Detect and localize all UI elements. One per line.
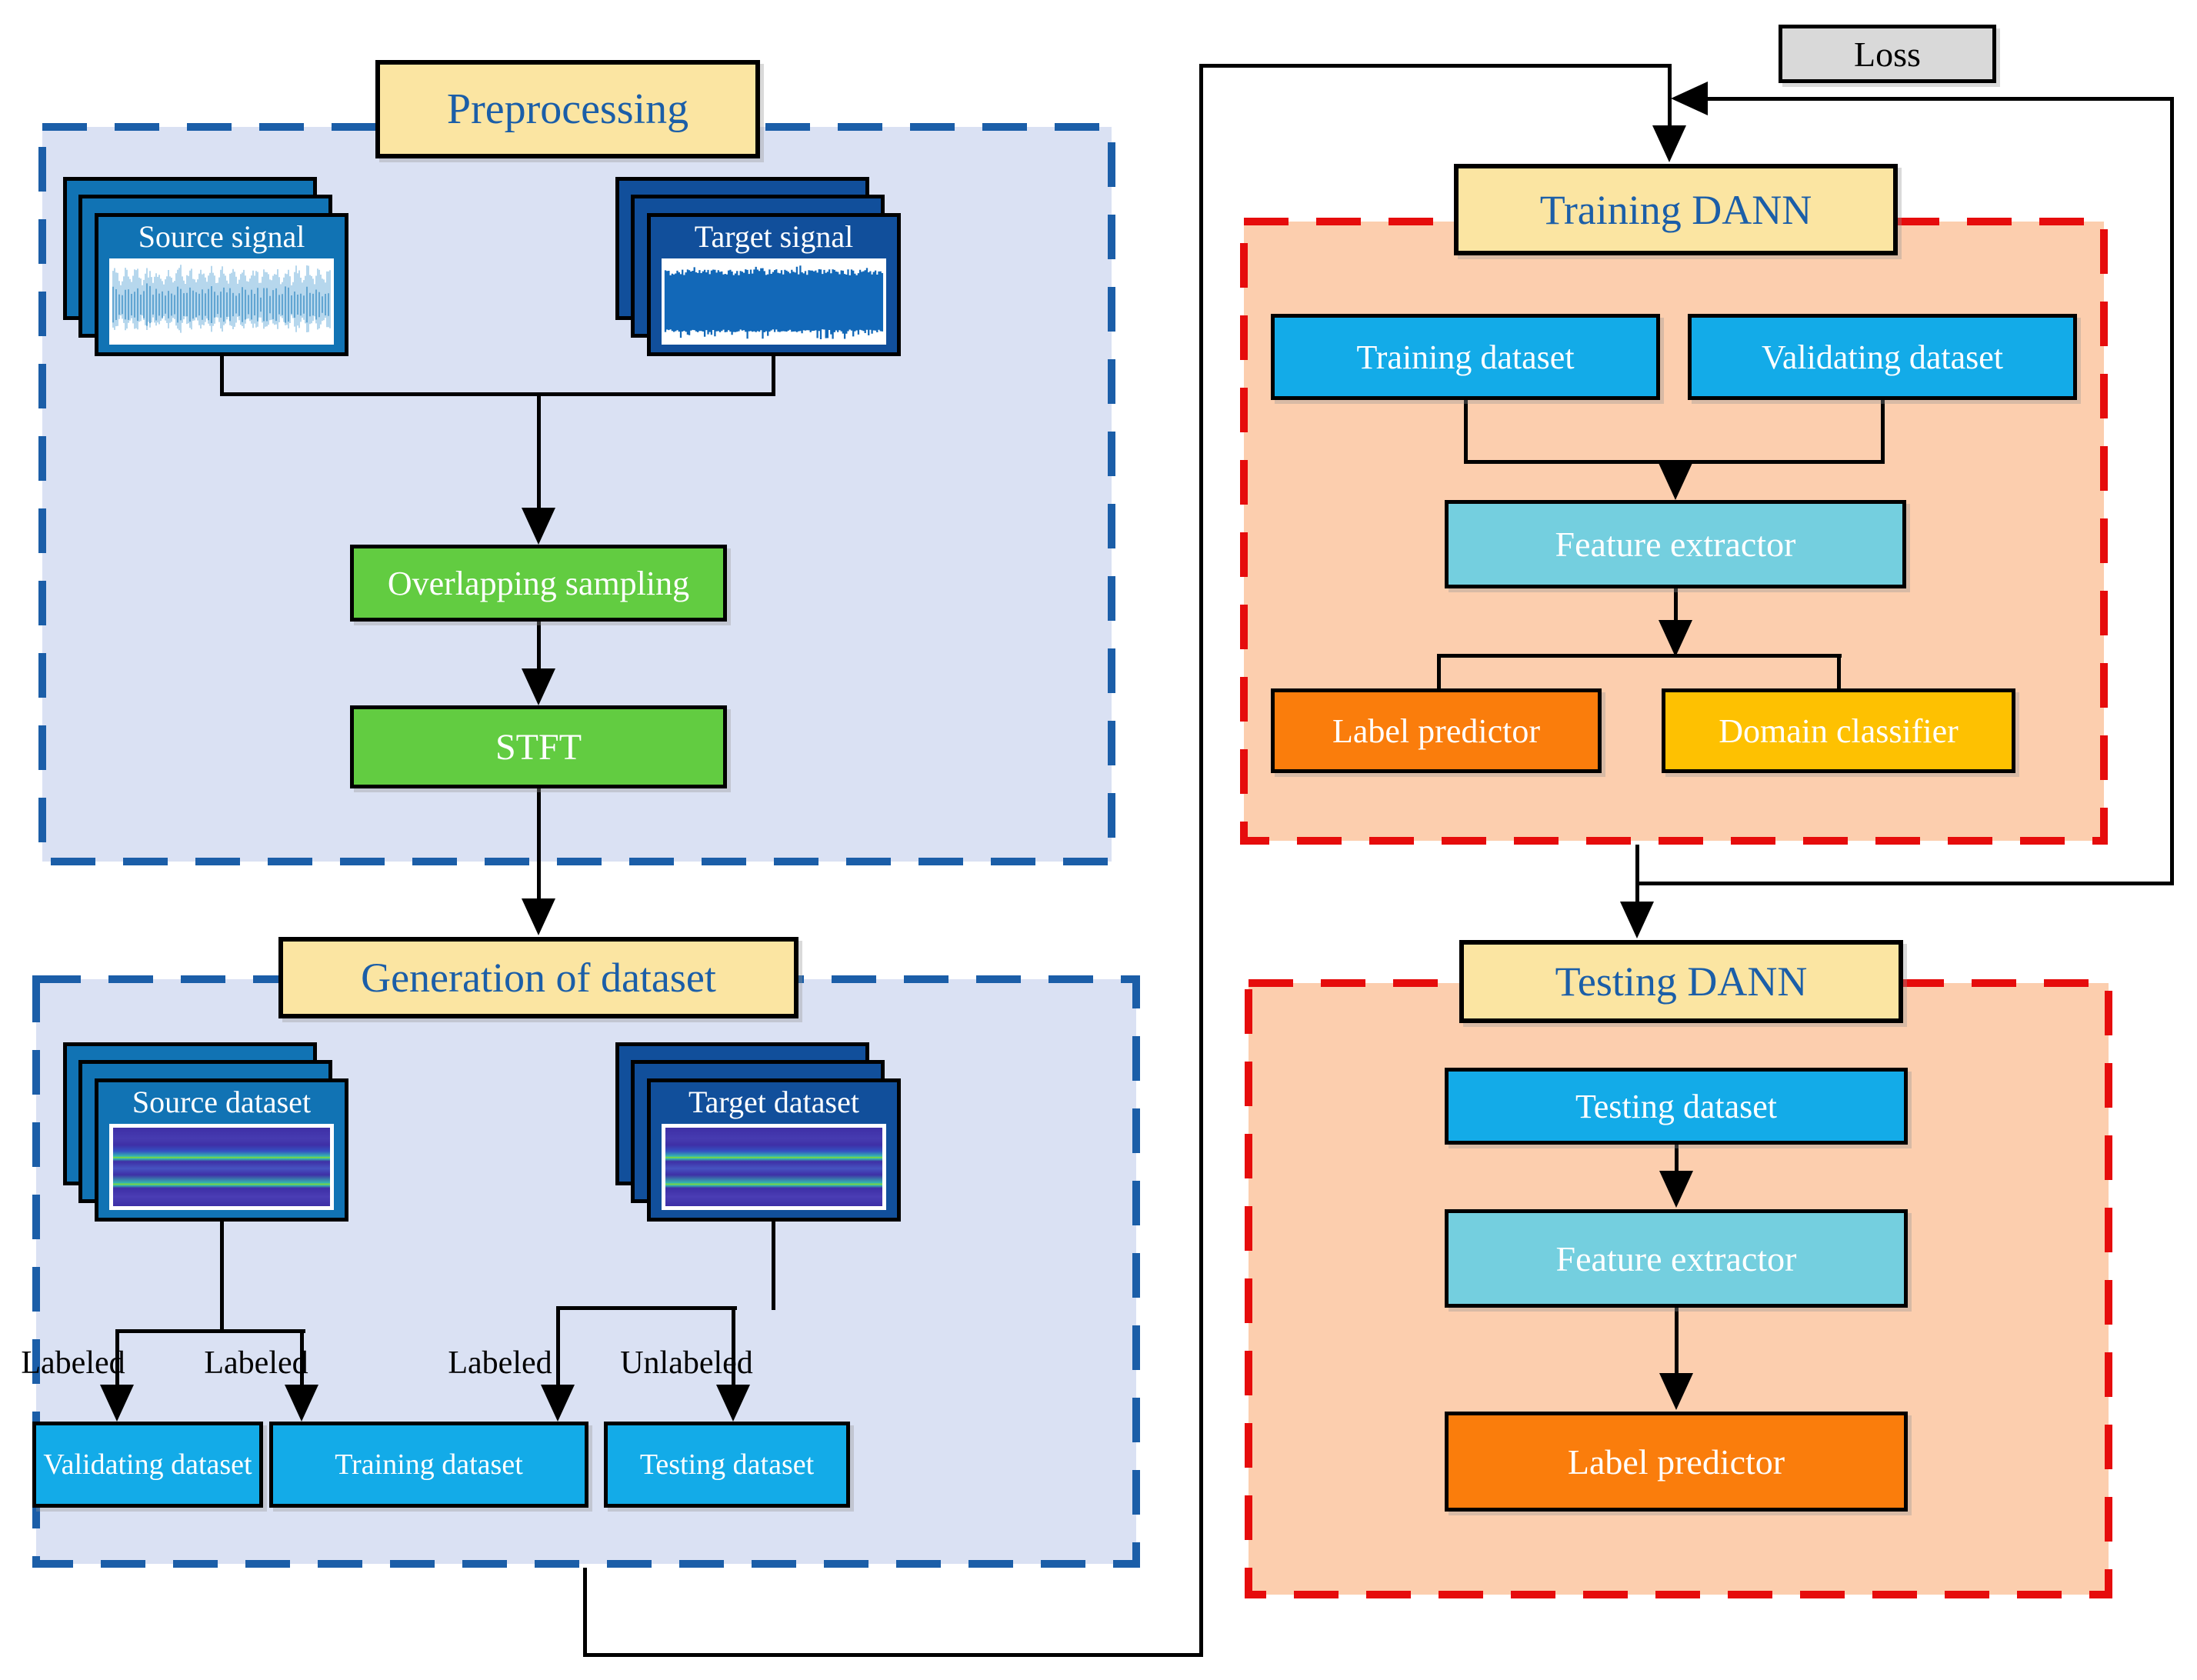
line-merge-to-overlapping <box>537 392 541 512</box>
line-overlapping-to-stft <box>537 622 541 671</box>
train-label-predictor-box: Label predictor <box>1271 688 1602 773</box>
arrow-into-testing-dann <box>1620 902 1654 938</box>
source-signal-waveform-panel <box>109 258 334 345</box>
line-down-to-training-title <box>1668 64 1672 128</box>
target-signal-stack: Target signal <box>615 177 902 357</box>
line-target-dataset-down <box>772 1221 775 1310</box>
train-feature-extractor-box: Feature extractor <box>1445 500 1906 588</box>
line-training-to-testing <box>1635 845 1639 903</box>
arrow-into-testing <box>716 1385 750 1422</box>
generation-title: Generation of dataset <box>278 937 798 1018</box>
arrow-into-feature-extractor <box>1659 463 1692 500</box>
arrow-into-validating <box>100 1385 134 1422</box>
arrow-into-overlapping <box>522 508 555 545</box>
train-domain-classifier-box: Domain classifier <box>1662 688 2015 773</box>
arrow-into-stft <box>522 668 555 705</box>
arrow-feature-split <box>1659 620 1692 657</box>
line-predictor-split-bar <box>1437 654 1842 658</box>
line-validatingset-down <box>1881 400 1885 463</box>
target-signal-label: Target signal <box>694 219 854 254</box>
arrow-source-into-training <box>285 1385 318 1422</box>
edge-label-labeled-2: Labeled <box>204 1345 308 1381</box>
test-label-predictor-box: Label predictor <box>1445 1412 1908 1512</box>
target-spectrogram <box>665 1128 882 1206</box>
target-waveform <box>664 265 884 339</box>
line-to-validating <box>115 1329 119 1386</box>
arrow-loss-feedback <box>1671 82 1708 115</box>
line-signals-merge-bar <box>220 392 775 396</box>
line-target-split-bar <box>556 1306 737 1310</box>
loss-box: Loss <box>1779 25 1996 83</box>
line-to-testing <box>732 1306 735 1386</box>
line-middle-vertical-up <box>1199 65 1203 1657</box>
edge-label-unlabeled: Unlabeled <box>620 1345 753 1381</box>
edge-label-labeled-3: Labeled <box>448 1345 552 1381</box>
source-dataset-card-front: Source dataset <box>95 1078 348 1222</box>
source-spectrogram <box>113 1128 330 1206</box>
line-feedback-top <box>1685 97 2174 101</box>
arrow-into-generation <box>522 898 555 935</box>
target-signal-waveform-panel <box>662 258 886 345</box>
line-testfeature-down <box>1675 1308 1679 1376</box>
line-generation-bottom-down <box>583 1568 587 1657</box>
arrow-into-test-feature <box>1659 1171 1693 1208</box>
edge-label-labeled-1: Labeled <box>21 1345 125 1381</box>
line-source-signal-down <box>220 356 224 395</box>
target-dataset-panel <box>662 1124 886 1210</box>
arrow-target-into-training <box>541 1385 575 1422</box>
target-dataset-card-front: Target dataset <box>647 1078 901 1222</box>
line-source-split-bar <box>115 1329 305 1333</box>
source-dataset-panel <box>109 1124 334 1210</box>
training-dann-title: Training DANN <box>1454 164 1898 255</box>
arrow-into-test-label-predictor <box>1659 1373 1693 1410</box>
source-dataset-label: Source dataset <box>132 1085 312 1119</box>
train-validating-dataset-box: Validating dataset <box>1688 314 2077 400</box>
line-testingset-down <box>1675 1145 1679 1174</box>
source-waveform <box>112 265 331 333</box>
overlapping-sampling-box: Overlapping sampling <box>350 545 727 622</box>
arrow-into-training-dann <box>1652 125 1686 162</box>
line-bottom-horizontal <box>583 1653 1203 1657</box>
line-to-domain-classifier <box>1837 654 1841 688</box>
validating-dataset-box: Validating dataset <box>32 1422 263 1508</box>
line-top-horizontal <box>1199 64 1672 68</box>
source-signal-label: Source signal <box>138 219 305 254</box>
target-dataset-label: Target dataset <box>688 1085 859 1119</box>
test-feature-extractor-box: Feature extractor <box>1445 1209 1908 1308</box>
line-feedback-bottom <box>1635 882 2174 885</box>
line-feature-down <box>1674 588 1678 623</box>
preprocessing-title: Preprocessing <box>375 60 760 158</box>
source-dataset-stack: Source dataset <box>63 1042 349 1222</box>
train-training-dataset-box: Training dataset <box>1271 314 1660 400</box>
line-feedback-right-up <box>2170 97 2174 885</box>
target-signal-card-front: Target signal <box>647 213 901 356</box>
source-signal-card-front: Source signal <box>95 213 348 356</box>
target-dataset-stack: Target dataset <box>615 1042 902 1222</box>
line-stft-to-generation <box>537 788 541 900</box>
test-testing-dataset-box: Testing dataset <box>1445 1068 1908 1145</box>
line-target-to-training <box>556 1306 560 1386</box>
testing-dann-title: Testing DANN <box>1459 940 1903 1023</box>
line-source-dataset-down <box>220 1221 224 1333</box>
line-target-signal-down <box>772 356 775 395</box>
line-to-label-predictor <box>1437 654 1441 688</box>
training-dataset-box: Training dataset <box>269 1422 588 1508</box>
stft-box: STFT <box>350 705 727 788</box>
source-signal-stack: Source signal <box>63 177 349 357</box>
line-source-to-training <box>300 1329 304 1386</box>
line-trainingset-down <box>1464 400 1468 463</box>
testing-dataset-box: Testing dataset <box>604 1422 850 1508</box>
